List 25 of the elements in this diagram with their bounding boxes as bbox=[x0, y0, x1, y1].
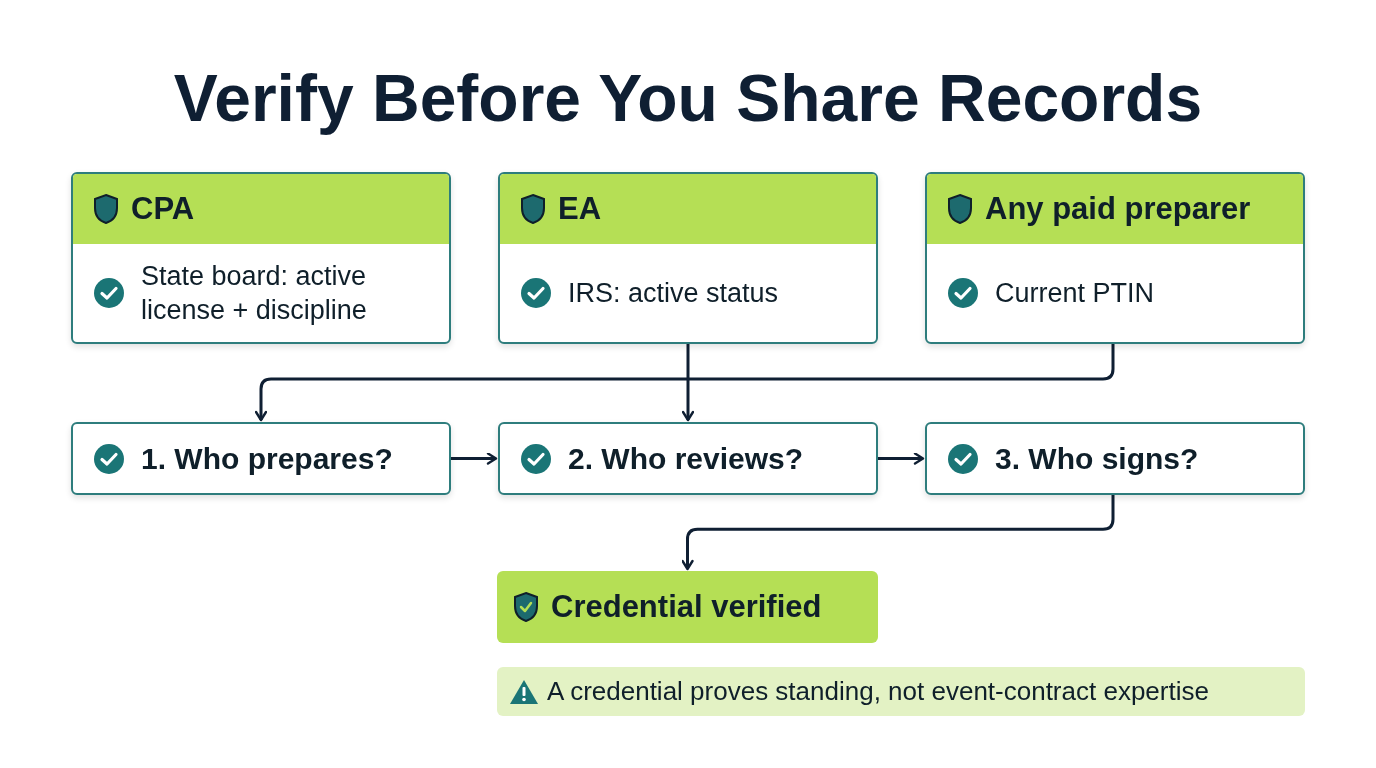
arrow bbox=[878, 452, 925, 465]
result-label: Credential verified bbox=[551, 587, 822, 626]
step-box bbox=[71, 422, 451, 495]
card bbox=[71, 172, 451, 344]
card bbox=[498, 172, 878, 344]
note-text: A credential proves standing, not event-contract expertise bbox=[547, 675, 1209, 708]
card-text: State board: active license + discipline bbox=[141, 260, 368, 327]
arrow bbox=[681, 495, 1115, 571]
step-box bbox=[498, 422, 878, 495]
card-heading: CPA bbox=[131, 189, 195, 228]
step-label: 1. Who prepares? bbox=[141, 441, 393, 477]
card-heading: Any paid preparer bbox=[985, 189, 1251, 228]
card-text: Current PTIN bbox=[995, 277, 1155, 310]
note-banner bbox=[497, 667, 1305, 716]
card bbox=[925, 172, 1305, 344]
step-label: 3. Who signs? bbox=[995, 441, 1199, 477]
arrow bbox=[681, 344, 695, 422]
step-label: 2. Who reviews? bbox=[568, 441, 804, 477]
arrow bbox=[254, 344, 1115, 422]
title: Verify Before You Share Records bbox=[172, 60, 1204, 137]
card-heading: EA bbox=[558, 189, 602, 228]
arrow bbox=[451, 452, 498, 465]
step-box bbox=[925, 422, 1305, 495]
result-box bbox=[497, 571, 878, 643]
card-text: IRS: active status bbox=[568, 277, 779, 310]
